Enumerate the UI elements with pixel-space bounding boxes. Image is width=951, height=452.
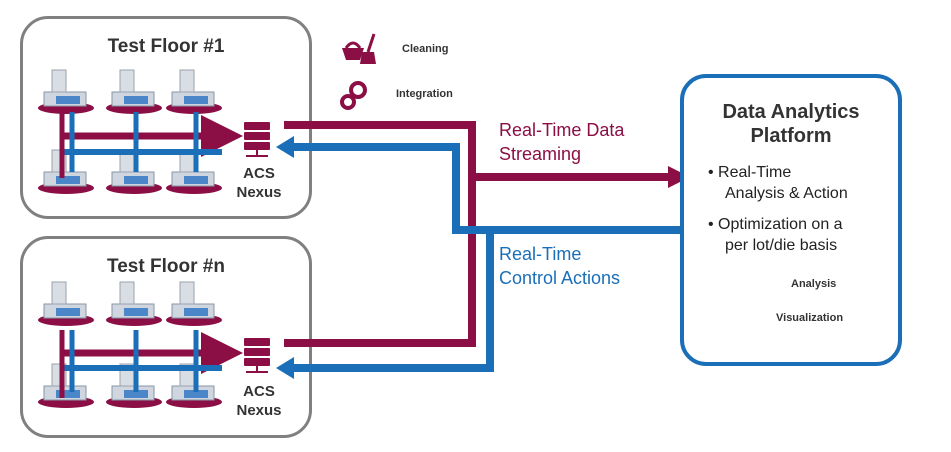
server-icon	[244, 338, 270, 373]
server-icon	[244, 122, 270, 157]
streaming-line-2: Streaming	[499, 144, 582, 164]
tester-icon	[38, 69, 94, 114]
integration-label: Integration	[396, 88, 453, 100]
floor-n-internal-flows	[59, 330, 243, 398]
tester-icon	[38, 363, 94, 408]
cleaning-icon	[342, 33, 376, 64]
nexus-line-1: ACS	[243, 165, 275, 182]
tester-icon	[38, 281, 94, 326]
tester-icon	[106, 363, 162, 408]
floor-n-testers	[38, 281, 222, 408]
tester-icon	[38, 149, 94, 194]
bullet-line-2: per lot/die basis	[725, 237, 838, 254]
floor-n-nexus-label: ACS Nexus	[224, 382, 294, 420]
gears-icon	[340, 81, 367, 110]
bullet-optimization: • Optimization on a per lot/die basis	[708, 214, 843, 256]
analysis-label: Analysis	[791, 278, 837, 290]
nexus-line-2: Nexus	[236, 402, 282, 419]
nexus-line-2: Nexus	[236, 184, 282, 201]
bullet-line-1: • Optimization on a	[708, 216, 843, 233]
streaming-line-1: Real-Time Data	[499, 120, 625, 140]
floor-1-internal-flows	[59, 112, 243, 178]
floor-n-title: Test Floor #n	[107, 256, 225, 277]
platform-title: Data Analytics Platform	[684, 100, 898, 148]
platform-title-line-1: Data Analytics	[722, 101, 860, 123]
floor-1-nexus-label: ACS Nexus	[224, 164, 294, 202]
bullet-line-1: • Real-Time	[708, 164, 792, 181]
tester-icon	[166, 149, 222, 194]
bullet-realtime: • Real-Time Analysis & Action	[708, 162, 848, 204]
floor-1-title: Test Floor #1	[107, 36, 225, 57]
control-label: Real-Time Control Actions	[499, 242, 620, 290]
control-line-1: Real-Time	[499, 244, 582, 264]
platform-title-line-2: Platform	[750, 125, 832, 147]
control-line-2: Control Actions	[499, 268, 621, 288]
bullet-line-2: Analysis & Action	[725, 185, 848, 202]
tester-icon	[106, 281, 162, 326]
tester-icon	[106, 149, 162, 194]
tester-icon	[166, 281, 222, 326]
data-analytics-platform: Data Analytics Platform • Real-Time Anal…	[680, 74, 902, 366]
cleaning-label: Cleaning	[402, 43, 449, 55]
tester-icon	[166, 69, 222, 114]
control-connector	[276, 136, 695, 379]
nexus-line-1: ACS	[243, 383, 275, 400]
visualization-label: Visualization	[776, 312, 844, 324]
streaming-label: Real-Time Data Streaming	[499, 118, 624, 166]
floor-1-testers	[38, 69, 222, 194]
tester-icon	[106, 69, 162, 114]
